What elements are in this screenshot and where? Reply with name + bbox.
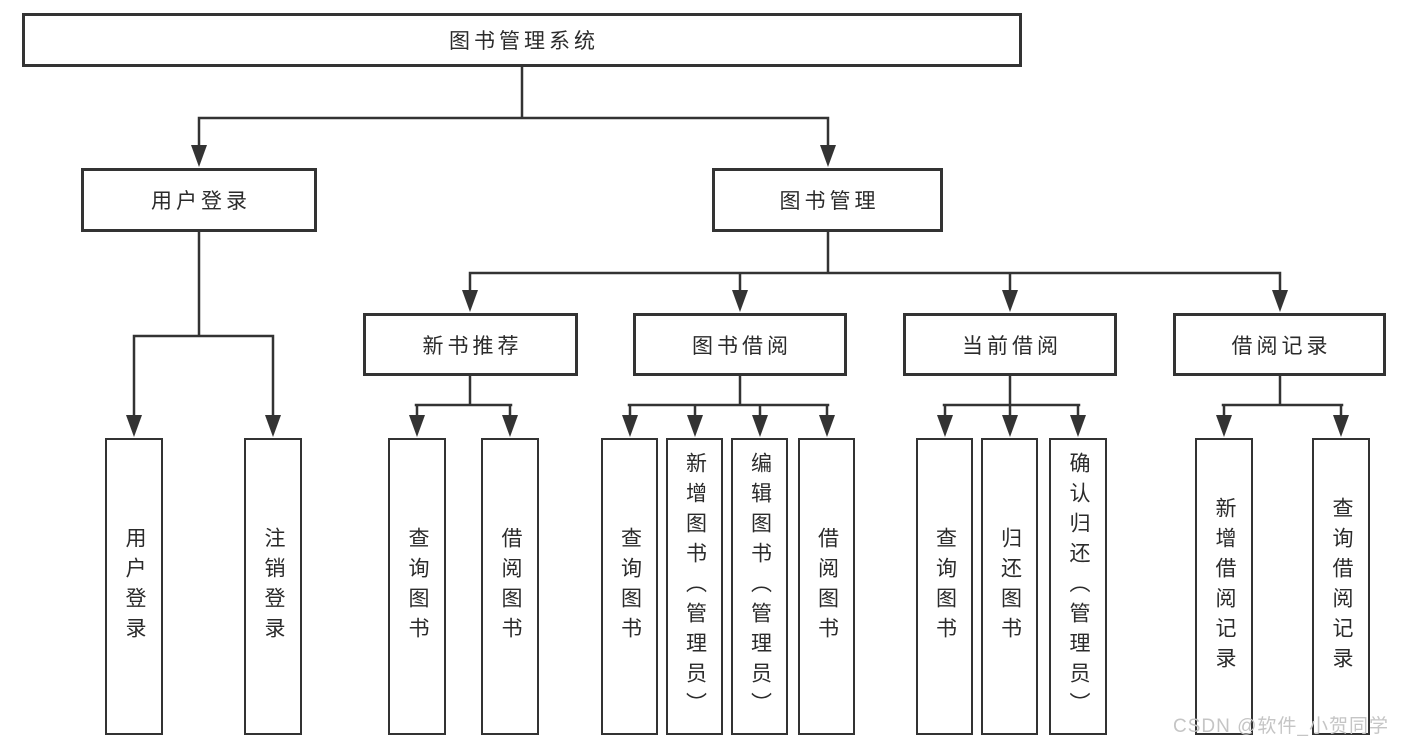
node-add-book-admin: 新增图书（管理员） — [666, 438, 723, 735]
node-current-query-books: 查询图书 — [916, 438, 973, 735]
node-recommend-borrow-books: 借阅图书 — [481, 438, 539, 735]
node-return-book: 归还图书 — [981, 438, 1038, 735]
node-new-book-recommend: 新书推荐 — [363, 313, 578, 376]
node-user-login: 用户登录 — [81, 168, 317, 232]
node-book-borrow: 图书借阅 — [633, 313, 847, 376]
arrowheads — [126, 145, 1349, 437]
node-borrow-borrow-books: 借阅图书 — [798, 438, 855, 735]
node-query-borrow-record: 查询借阅记录 — [1312, 438, 1370, 735]
node-recommend-query-books: 查询图书 — [388, 438, 446, 735]
node-logout-action: 注销登录 — [244, 438, 302, 735]
node-edit-book-admin: 编辑图书（管理员） — [731, 438, 788, 735]
node-borrow-query-books: 查询图书 — [601, 438, 658, 735]
node-borrow-records: 借阅记录 — [1173, 313, 1386, 376]
node-confirm-return-admin: 确认归还（管理员） — [1049, 438, 1107, 735]
watermark-text: CSDN @软件_小贺同学 — [1173, 716, 1389, 737]
node-add-borrow-record: 新增借阅记录 — [1195, 438, 1253, 735]
node-book-management: 图书管理 — [712, 168, 943, 232]
node-system-root: 图书管理系统 — [22, 13, 1022, 67]
node-user-login-action: 用户登录 — [105, 438, 163, 735]
node-current-borrow: 当前借阅 — [903, 313, 1117, 376]
